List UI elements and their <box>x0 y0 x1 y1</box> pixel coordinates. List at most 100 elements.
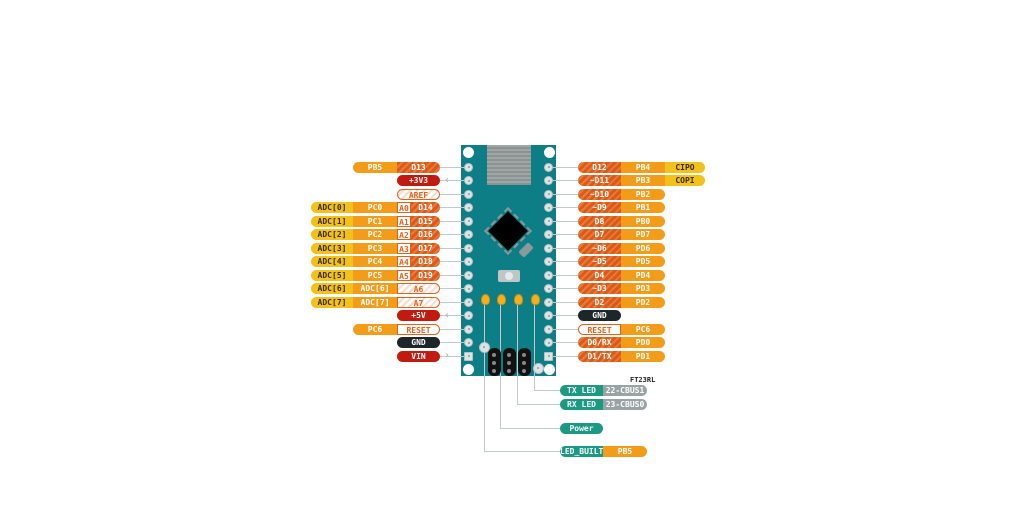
pin-label-port: PB1 <box>621 202 665 213</box>
icsp-header <box>518 348 531 376</box>
led-icon <box>496 294 506 305</box>
pin-hole <box>544 297 553 307</box>
pin-hole <box>544 189 553 199</box>
led-line <box>484 451 560 452</box>
reset-button <box>498 270 520 282</box>
ft-chip-label: FT23RL <box>630 376 656 384</box>
pin-label-digital: ~D10 <box>578 188 621 200</box>
arrow-out-icon: ‹ <box>444 309 451 321</box>
connector-line <box>440 247 464 249</box>
connector-line <box>440 342 464 343</box>
pin-label-port: PB5 <box>603 445 647 457</box>
pin-hole <box>544 324 553 334</box>
pin-hole <box>464 311 473 320</box>
pin-label-digital: D13 <box>397 161 440 173</box>
pin-label-teal: Power <box>560 422 603 434</box>
pin-label-adc: ADC[7] <box>311 296 353 308</box>
pin-label-digital: D19 <box>411 269 440 281</box>
arrow-in-icon: › <box>444 350 451 361</box>
pin-label-digital: D4 <box>578 269 621 281</box>
pin-hole <box>544 162 553 172</box>
connector-line <box>553 207 578 208</box>
pin-label-digital: ~D11 <box>578 175 621 186</box>
connector-line <box>440 207 464 208</box>
pin-hole <box>464 270 473 280</box>
pin-label-adc: ADC[0] <box>311 202 353 213</box>
pin-hole <box>464 203 473 212</box>
pin-hole <box>544 338 553 347</box>
pin-label-port: PD0 <box>621 337 665 348</box>
pin-label-digital: D15 <box>411 215 440 227</box>
pin-label-adc: COPI <box>665 175 705 186</box>
mount-hole <box>463 147 474 158</box>
pin-hole <box>464 189 473 199</box>
pin-label-gnd: GND <box>578 310 621 321</box>
pin-label-digital: ~D9 <box>578 202 621 213</box>
connector-line <box>440 328 464 330</box>
pin-label-port: PB5 <box>353 161 397 173</box>
led-line <box>484 300 485 451</box>
left-pin-row: VIN <box>397 350 440 362</box>
test-pad <box>479 342 490 353</box>
pin-hole <box>544 176 553 185</box>
pin-label-outline: A6 <box>397 283 440 294</box>
connector-line <box>553 220 578 222</box>
pin-label-digital: D16 <box>411 229 440 240</box>
pin-label-digital: D14 <box>411 202 440 213</box>
pin-label-digital: D12 <box>578 161 621 173</box>
pin-label-port: PD1 <box>621 350 665 362</box>
connector-line <box>553 180 578 181</box>
pin-label-adc: ADC[3] <box>311 242 353 254</box>
pin-label-port: PD5 <box>621 256 665 267</box>
test-pad <box>533 363 544 374</box>
led-line <box>500 428 560 429</box>
led-label-row: LED_BUILTINPB5 <box>560 445 647 457</box>
connector-line <box>440 193 464 195</box>
pin-label-gray: 22-CBUS1 <box>603 384 647 396</box>
pin-hole <box>464 257 473 266</box>
pin-label-adc: ADC[6] <box>311 283 353 294</box>
pin-hole <box>464 243 473 253</box>
left-pin-row: GND <box>397 337 440 348</box>
pin-label-digital: D0/RX <box>578 337 621 348</box>
mount-hole <box>463 364 474 375</box>
pin-hole <box>544 311 553 320</box>
pin-label-port: PD6 <box>621 242 665 254</box>
connector-line <box>553 247 578 249</box>
pin-label-adc: CIPO <box>665 161 705 173</box>
pin-label-gnd: GND <box>397 337 440 348</box>
pin-label-port: PC2 <box>353 229 397 240</box>
connector-line <box>440 180 464 181</box>
pin-label-analog: A3 <box>397 242 411 254</box>
connector-line <box>553 342 578 343</box>
pin-label-port: PC0 <box>353 202 397 213</box>
led-icon <box>513 294 523 305</box>
pin-label-port: PC6 <box>621 323 665 335</box>
pin-label-port: PD3 <box>621 283 665 294</box>
pin-label-port: PD7 <box>621 229 665 240</box>
arrow-out-icon: ‹ <box>444 174 451 186</box>
pin-hole <box>544 351 553 361</box>
usb-connector <box>487 145 531 185</box>
pin-label-teal: RX LED <box>560 398 603 410</box>
left-pin-row: AREF <box>397 188 440 200</box>
pin-label-digital: D1/TX <box>578 350 621 362</box>
led-line <box>534 390 560 391</box>
connector-line <box>553 193 578 195</box>
led-icon <box>480 294 490 305</box>
icsp-header <box>503 348 516 376</box>
pin-label-port: PC3 <box>353 242 397 254</box>
pin-label-port: PC5 <box>353 269 397 281</box>
